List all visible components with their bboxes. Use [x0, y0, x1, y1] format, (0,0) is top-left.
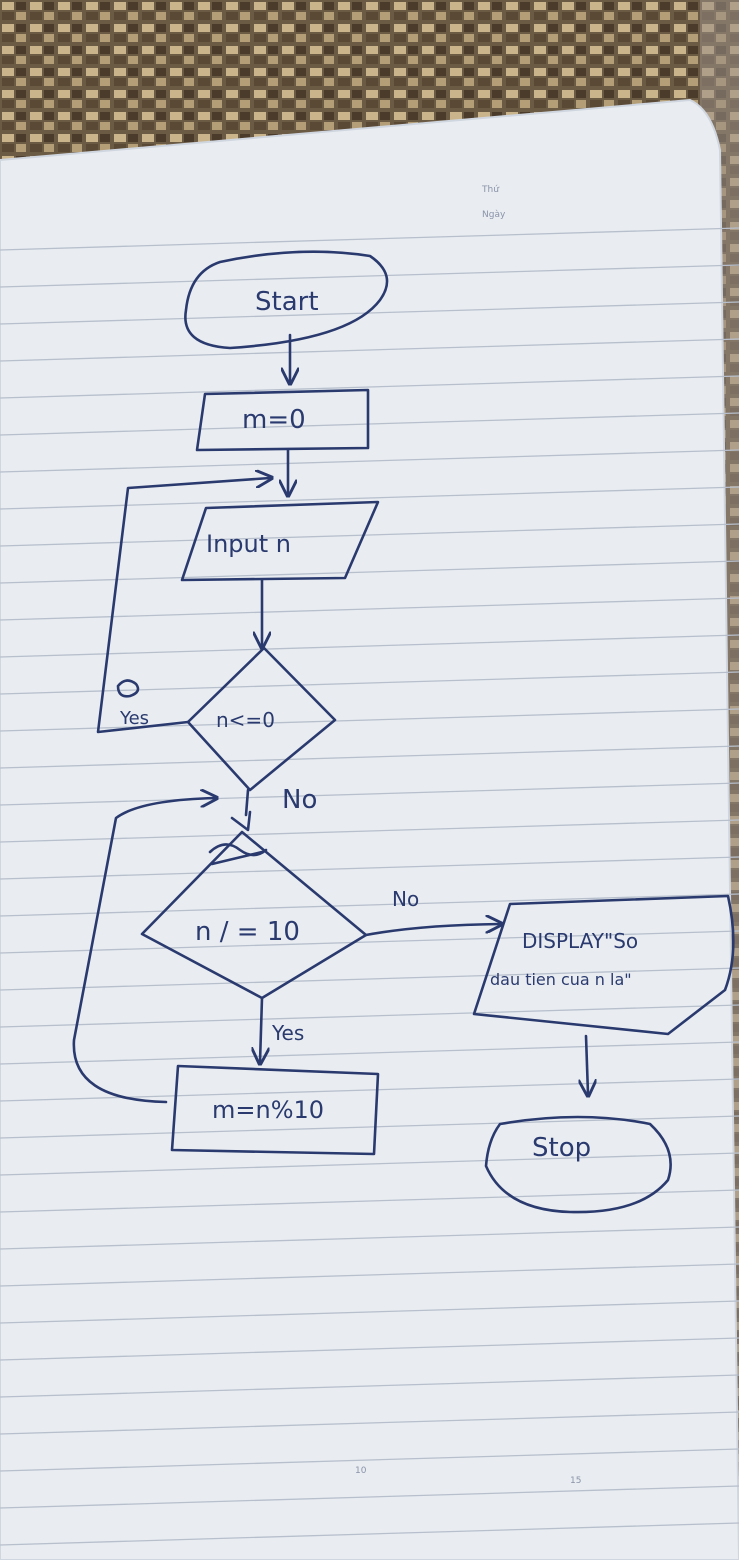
display-line1: DISPLAY"So	[522, 929, 638, 953]
page-number-10: 10	[355, 1466, 367, 1476]
init-process	[195, 388, 370, 452]
page-number-15: 15	[570, 1476, 581, 1486]
start-label: Start	[255, 287, 319, 317]
ruled-line	[0, 1337, 739, 1361]
ruled-line	[0, 634, 739, 658]
ruled-line	[0, 1263, 739, 1287]
process-label: m=n%10	[212, 1096, 324, 1124]
input-parallelogram	[180, 500, 380, 582]
ruled-lines	[0, 227, 739, 1546]
ruled-line	[0, 264, 739, 288]
arrow-check1-no	[244, 788, 250, 817]
ruled-line	[0, 486, 739, 510]
ruled-line	[0, 671, 739, 695]
stop-terminator	[484, 1115, 672, 1214]
ruled-line	[0, 338, 739, 362]
check2-yes-label: Yes	[271, 1021, 304, 1045]
ruled-line	[0, 1374, 739, 1398]
ruled-line	[0, 1152, 739, 1176]
arrow-check2-no-to-display	[364, 924, 500, 937]
ruled-line	[0, 893, 739, 917]
ruled-line	[0, 301, 739, 325]
ruled-line	[0, 930, 739, 954]
ruled-line	[0, 856, 739, 880]
header-label-ngay: Ngày	[482, 210, 506, 220]
ruled-line	[0, 1041, 739, 1065]
arrow-display-to-stop	[586, 1034, 588, 1094]
start-terminator	[184, 250, 389, 350]
ruled-line	[0, 449, 739, 473]
ruled-line	[0, 745, 739, 769]
ruled-line	[0, 708, 739, 732]
loop-back-to-check2	[72, 798, 215, 1104]
ruled-line	[0, 1300, 739, 1324]
ruled-line	[0, 1485, 739, 1509]
check1-yes-label: Yes	[119, 708, 149, 729]
header-label-thu: Thứ	[481, 185, 500, 195]
check2-no-label: No	[392, 887, 419, 911]
ruled-line	[0, 782, 739, 806]
ruled-line	[0, 560, 739, 584]
process-m-eq-n-mod-10	[170, 1064, 380, 1156]
arrow-check2-yes-to-process	[260, 996, 262, 1062]
ruled-line	[0, 1226, 739, 1250]
ruled-line	[0, 227, 739, 251]
ruled-line	[0, 1411, 739, 1435]
ruled-line	[0, 1004, 739, 1028]
ruled-line	[0, 1448, 739, 1472]
ruled-line	[0, 967, 739, 991]
ruled-line	[0, 597, 739, 621]
ruled-line	[0, 375, 739, 399]
decision-n-le-0	[186, 646, 337, 792]
ruled-line	[0, 1522, 739, 1546]
loop-yes-to-input	[96, 478, 270, 734]
check2-label: n / = 10	[195, 917, 300, 947]
check1-label: n<=0	[216, 708, 275, 732]
ruled-line	[0, 819, 739, 843]
check1-no-label: No	[282, 785, 317, 815]
ruled-line	[0, 1189, 739, 1213]
input-label: Input n	[206, 530, 291, 558]
ruled-line	[0, 412, 739, 436]
stop-label: Stop	[532, 1133, 591, 1163]
init-label: m=0	[242, 405, 306, 435]
ruled-line	[0, 523, 739, 547]
display-output	[472, 894, 735, 1036]
display-line2: dau tien cua n la"	[490, 970, 632, 989]
